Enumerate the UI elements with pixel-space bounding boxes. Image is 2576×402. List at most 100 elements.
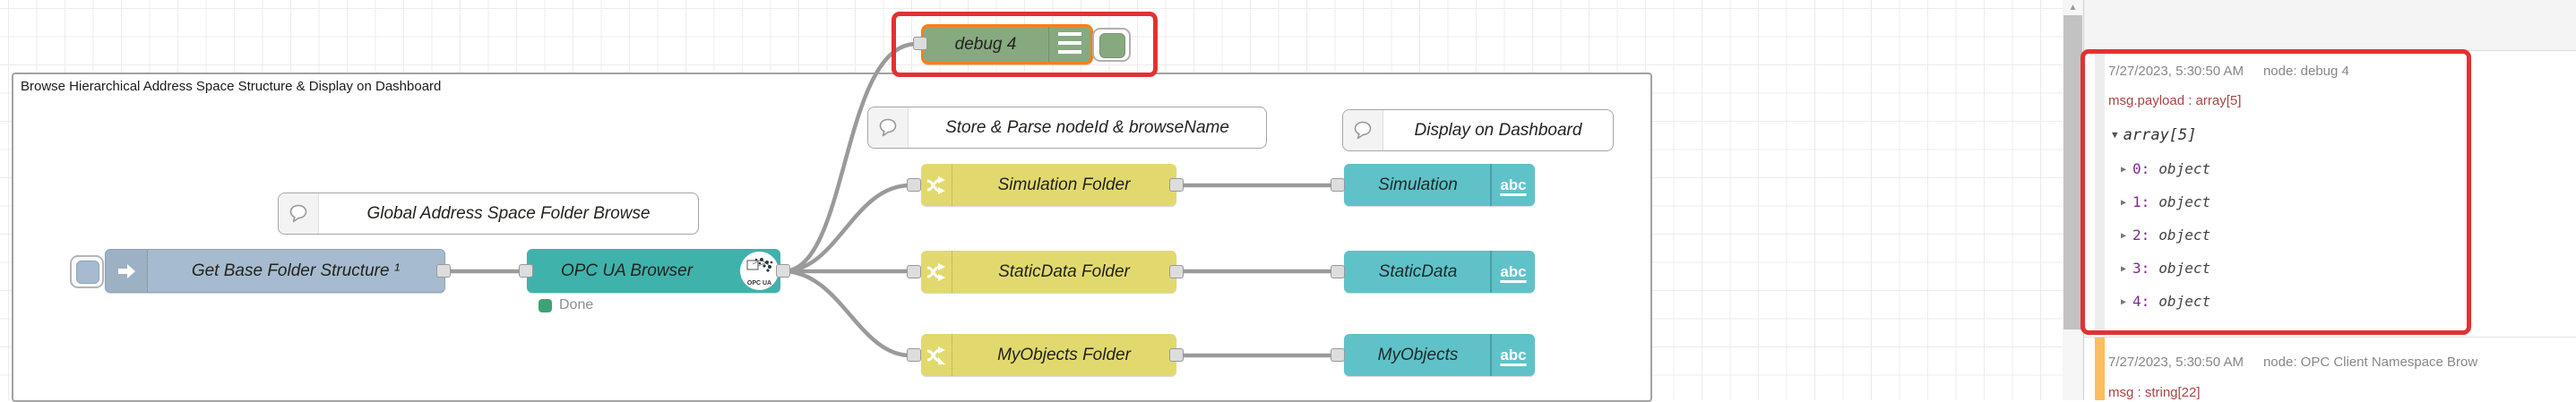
port-ui-myobjects-in[interactable] <box>1331 348 1345 362</box>
scroll-up-icon[interactable]: ▲ <box>2068 2 2078 13</box>
abc-text-icon: abc <box>1490 334 1535 376</box>
tree-item-key: 4: <box>2132 293 2150 310</box>
debug-list-icon <box>1048 27 1090 62</box>
debug-sidebar[interactable]: 7/27/2023, 5:30:50 AM node: debug 4 msg.p… <box>2081 0 2576 400</box>
node-debug-4[interactable]: debug 4 <box>921 24 1093 64</box>
annotation-box-debug-message <box>2081 49 2471 335</box>
tree-item-value: object <box>2158 227 2211 244</box>
sidebar-header <box>2084 0 2576 51</box>
expand-icon[interactable]: ▶ <box>2121 297 2127 307</box>
tree-root-label: array[5] <box>2123 126 2197 144</box>
tree-item-key: 1: <box>2132 193 2150 210</box>
collapse-icon[interactable]: ▼ <box>2112 129 2118 141</box>
wire-opcua-to-debug <box>780 41 919 274</box>
message-timestamp: 7/27/2023, 5:30:50 AM <box>2108 355 2244 370</box>
node-label: StaticData Folder <box>998 261 1130 281</box>
expand-icon[interactable]: ▶ <box>2121 165 2127 175</box>
node-switch-myobjects[interactable]: MyObjects Folder <box>921 334 1176 376</box>
expand-icon[interactable]: ▶ <box>2121 231 2127 241</box>
node-ui-staticdata[interactable]: StaticData abc <box>1344 251 1535 293</box>
message-timestamp: 7/27/2023, 5:30:50 AM <box>2108 64 2244 79</box>
debug-message-header: 7/27/2023, 5:30:50 AM node: OPC Client Na… <box>2108 355 2477 370</box>
annotation-box-debug-node <box>892 12 1158 77</box>
group-title: Browse Hierarchical Address Space Struct… <box>21 79 442 94</box>
tree-item[interactable]: ▶ 0: object <box>2121 160 2210 177</box>
tree-item-value: object <box>2158 160 2211 177</box>
opcua-icon-text: OPC UA <box>746 280 772 287</box>
port-switch-simulation-in[interactable] <box>907 178 921 192</box>
tree-item-key: 0: <box>2132 160 2150 177</box>
comment-global-browse[interactable]: Global Address Space Folder Browse <box>278 192 699 235</box>
opcua-network-icon: OPC UA <box>740 252 779 290</box>
message-source-node: node: OPC Client Namespace Brow <box>2262 355 2478 370</box>
debug-message-header: 7/27/2023, 5:30:50 AM node: debug 4 <box>2108 64 2349 79</box>
node-switch-simulation[interactable]: Simulation Folder <box>921 164 1176 206</box>
port-opcua-in[interactable] <box>519 264 533 278</box>
node-label: StaticData <box>1378 261 1458 281</box>
node-label: MyObjects Folder <box>997 345 1131 364</box>
node-label: Simulation <box>1378 175 1458 194</box>
port-inject-out[interactable] <box>436 264 451 278</box>
canvas-scrollbar[interactable]: ▲ <box>2063 0 2083 400</box>
comment-label: Store & Parse nodeId & browseName <box>945 117 1229 137</box>
node-status: Done <box>538 297 593 313</box>
shuffle-icon <box>921 164 952 206</box>
node-inject[interactable]: Get Base Folder Structure ¹ <box>105 249 445 293</box>
inject-button-inner <box>76 261 99 284</box>
tree-item[interactable]: ▶ 4: object <box>2121 293 2210 310</box>
expand-icon[interactable]: ▶ <box>2121 264 2127 274</box>
speech-bubble-icon <box>1343 110 1383 150</box>
port-switch-myobjects-in[interactable] <box>907 348 921 362</box>
port-opcua-out[interactable] <box>776 264 790 278</box>
tree-item[interactable]: ▶3:object <box>2121 260 2210 277</box>
node-label: Simulation Folder <box>997 175 1131 194</box>
wire-opcua-to-myobjects <box>780 269 913 358</box>
expand-icon[interactable]: ▶ <box>2121 198 2127 208</box>
tree-item-value: object <box>2158 293 2211 310</box>
status-text: Done <box>559 297 594 312</box>
port-switch-staticdata-in[interactable] <box>907 265 921 278</box>
port-debug-in[interactable] <box>913 37 927 50</box>
port-switch-simulation-out[interactable] <box>1169 178 1184 192</box>
shuffle-icon <box>921 251 952 293</box>
port-switch-myobjects-out[interactable] <box>1169 348 1184 362</box>
comment-label: Display on Dashboard <box>1414 120 1582 140</box>
message-source-node: node: debug 4 <box>2262 64 2349 79</box>
debug-message-border <box>2095 51 2105 336</box>
tree-root-row[interactable]: ▼ array[5] <box>2112 126 2197 144</box>
speech-bubble-icon <box>868 107 909 148</box>
tree-item-key: 2: <box>2132 227 2150 244</box>
node-label: Get Base Folder Structure ¹ <box>191 261 401 280</box>
comment-label: Global Address Space Folder Browse <box>366 203 650 223</box>
tree-item[interactable]: ▶ 2: object <box>2121 227 2210 244</box>
node-opcua-browser[interactable]: OPC UA Browser OPC UA <box>527 249 780 293</box>
wire-opcua-to-simulation <box>780 183 913 274</box>
node-ui-myobjects[interactable]: MyObjects abc <box>1344 334 1535 376</box>
port-switch-staticdata-out[interactable] <box>1169 265 1184 278</box>
inject-button[interactable] <box>70 255 104 288</box>
tree-item-value: object <box>2158 193 2211 210</box>
message-separator <box>2084 337 2576 338</box>
inject-arrow-icon <box>106 250 148 292</box>
speech-bubble-icon <box>279 193 319 234</box>
node-switch-staticdata[interactable]: StaticData Folder <box>921 251 1176 293</box>
wires-layer <box>441 41 1337 358</box>
comment-display-dashboard[interactable]: Display on Dashboard <box>1342 109 1614 151</box>
port-ui-simulation-in[interactable] <box>1331 178 1345 192</box>
abc-text-icon: abc <box>1490 164 1535 206</box>
scrollbar-thumb[interactable] <box>2063 15 2082 329</box>
message-property-path: msg.payload : array[5] <box>2108 93 2242 108</box>
abc-text-icon: abc <box>1490 251 1535 293</box>
port-ui-staticdata-in[interactable] <box>1331 265 1345 278</box>
node-label: debug 4 <box>954 34 1017 54</box>
node-ui-simulation[interactable]: Simulation abc <box>1344 164 1535 206</box>
debug-message-border-orange <box>2095 338 2105 400</box>
comment-store-parse[interactable]: Store & Parse nodeId & browseName <box>867 107 1267 149</box>
tree-item[interactable]: ▶ 1: object <box>2121 193 2210 210</box>
flow-canvas[interactable]: Browse Hierarchical Address Space Struct… <box>0 0 2063 402</box>
shuffle-icon <box>921 334 952 376</box>
debug-enable-toggle[interactable] <box>1092 28 1131 62</box>
tree-item-value: object <box>2158 260 2211 277</box>
debug-toggle-inner <box>1099 33 1125 58</box>
status-dot-icon <box>538 298 552 312</box>
